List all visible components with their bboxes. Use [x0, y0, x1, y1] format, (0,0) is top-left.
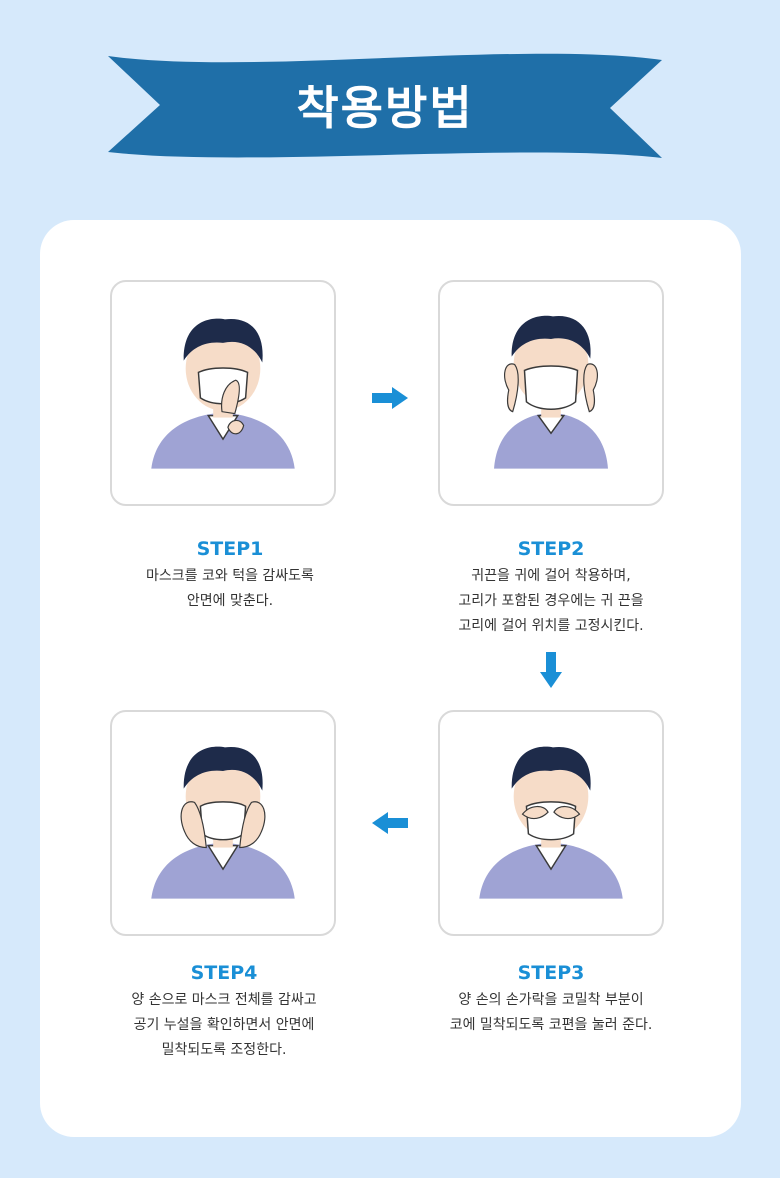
step4-illustration [110, 710, 336, 936]
description-line: 코에 밀착되도록 코편을 눌러 준다. [449, 1017, 653, 1033]
step3-illustration [438, 710, 664, 936]
arrow-left-icon [372, 812, 408, 834]
description-line: 밀착되도록 조정한다. [161, 1042, 287, 1058]
description-line: 고리가 포함된 경우에는 귀 끈을 [458, 593, 644, 609]
description-line: 안면에 맞춘다. [186, 593, 274, 609]
description-line: 고리에 걸어 위치를 고정시킨다. [458, 618, 644, 634]
description-line: 양 손으로 마스크 전체를 감싸고 [131, 992, 317, 1008]
description-line: 마스크를 코와 턱을 감싸도록 [146, 568, 314, 584]
page-title: 착용방법 [296, 81, 474, 135]
description-line: 귀끈을 귀에 걸어 착용하며, [471, 568, 631, 584]
step4-description: 양 손으로 마스크 전체를 감싸고 공기 누설을 확인하면서 안면에 밀착되도록… [74, 988, 374, 1063]
step1-title: STEP1 [196, 538, 264, 560]
description-line: 양 손의 손가락을 코밀착 부분이 [458, 992, 644, 1008]
step3-title: STEP3 [517, 962, 585, 984]
step1-illustration [110, 280, 336, 506]
step2-illustration [438, 280, 664, 506]
ribbon-banner [108, 53, 662, 159]
description-line: 공기 누설을 확인하면서 안면에 [133, 1017, 315, 1033]
step3-description: 양 손의 손가락을 코밀착 부분이 코에 밀착되도록 코편을 눌러 준다. [401, 988, 701, 1038]
step1-description: 마스크를 코와 턱을 감싸도록 안면에 맞춘다. [80, 564, 380, 614]
arrow-down-icon [540, 652, 562, 688]
step4-title: STEP4 [190, 962, 258, 984]
step2-description: 귀끈을 귀에 걸어 착용하며, 고리가 포함된 경우에는 귀 끈을 고리에 걸어… [401, 564, 701, 639]
arrow-right-icon [372, 387, 408, 409]
instructions-card: STEP1 마스크를 코와 턱을 감싸도록 안면에 맞춘다. STEP2 귀끈을… [40, 220, 741, 1137]
step2-title: STEP2 [517, 538, 585, 560]
